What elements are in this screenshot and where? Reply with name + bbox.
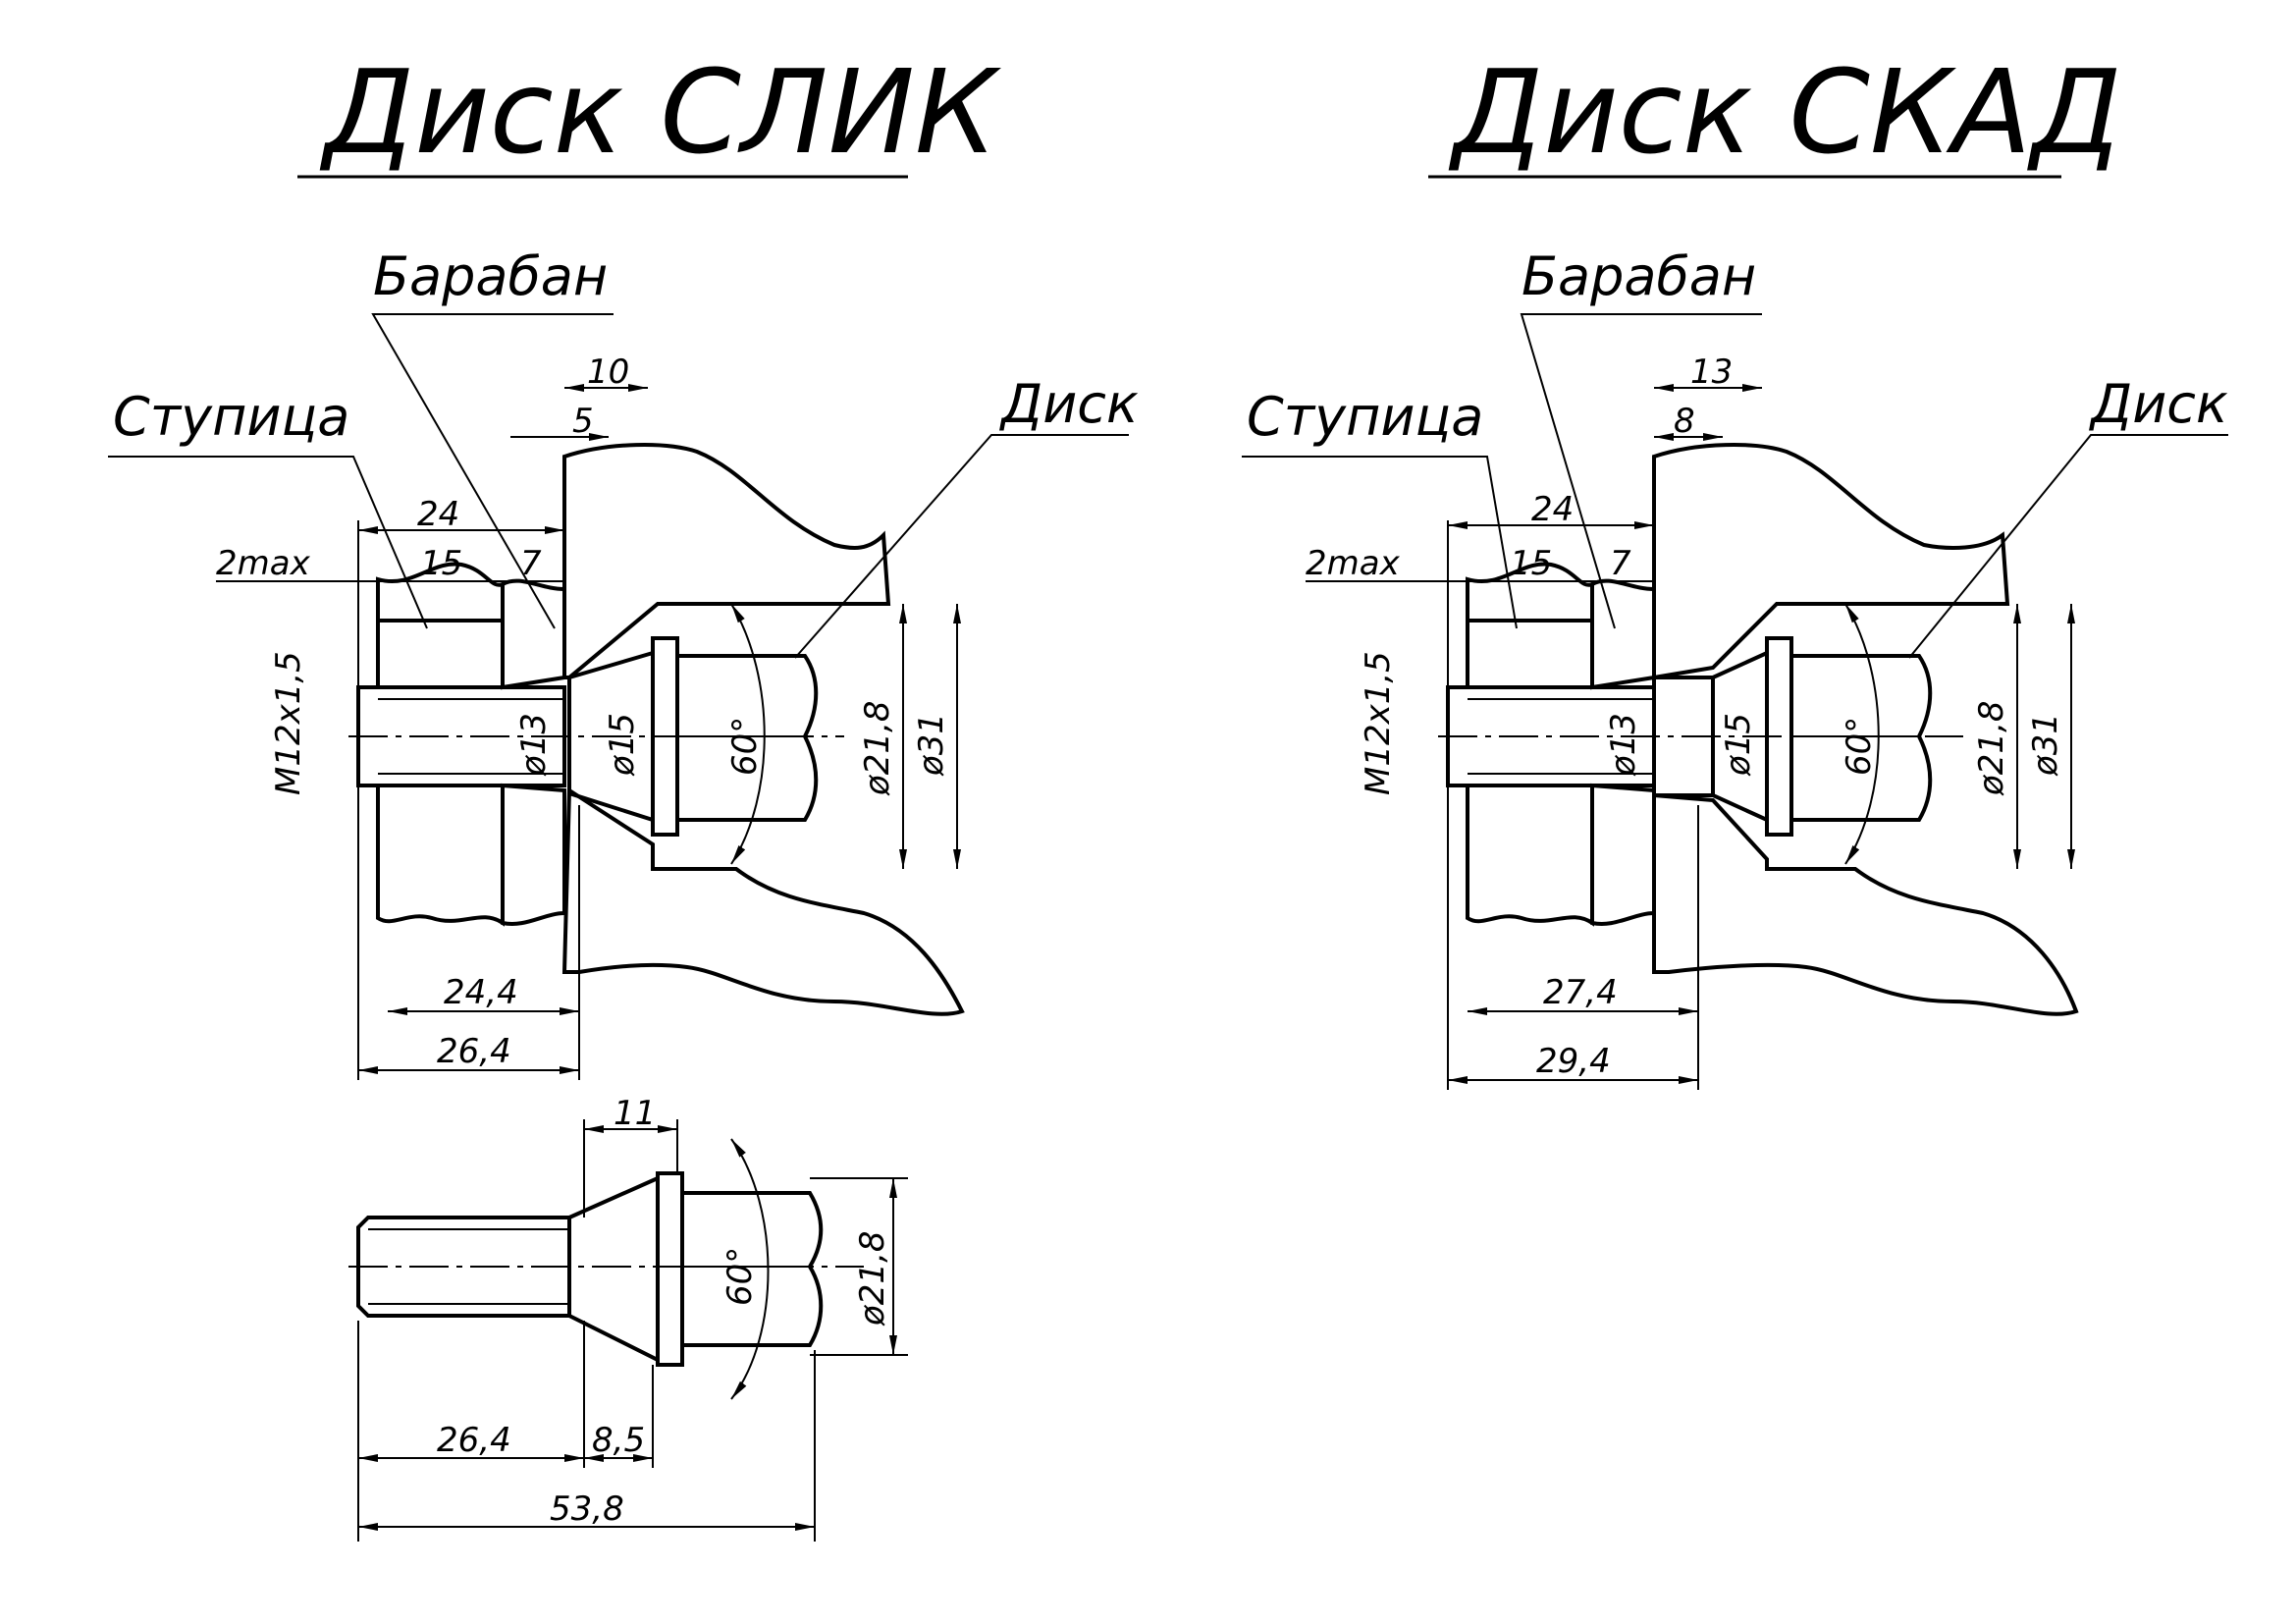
drum-bottom xyxy=(1590,783,1656,926)
dim-dia13: ø13 xyxy=(1604,713,1643,777)
bolt-hex xyxy=(1789,654,1933,822)
assembly-slik: Диск СЛИК xyxy=(108,44,1139,1080)
label-drum: Барабан xyxy=(373,245,608,307)
label-hub: Ступица xyxy=(113,386,349,448)
leader-drum xyxy=(371,313,614,629)
dim-2max: 2max xyxy=(1306,544,1401,583)
title-slik: Диск СЛИК xyxy=(319,44,1002,180)
dim-11: 11 xyxy=(614,1094,656,1133)
dim-arc-60 xyxy=(730,603,766,865)
assembly-skad: Диск СКАД Ступица Барабан xyxy=(1242,44,2228,1090)
dim-7: 7 xyxy=(1610,544,1631,583)
dim-angle: 60° xyxy=(1840,717,1879,776)
dim-8-5: 8,5 xyxy=(592,1421,645,1460)
drum-bottom xyxy=(501,783,566,926)
title-skad: Диск СКАД xyxy=(1448,44,2122,180)
dim-arc-60 xyxy=(1844,603,1880,865)
drum-top xyxy=(501,578,566,690)
dim-thread: M12x1,5 xyxy=(269,651,308,795)
bolt-cone xyxy=(567,1174,660,1364)
disc-top xyxy=(1652,443,2010,680)
hub-bottom xyxy=(1466,784,1594,927)
hub-section xyxy=(1466,619,1594,689)
disc-bottom xyxy=(1652,792,2079,1016)
disc-bottom xyxy=(561,786,965,1016)
label-disc: Диск xyxy=(999,373,1139,435)
dim-dia21: ø21,8 xyxy=(853,1230,892,1326)
bolt-hex xyxy=(675,654,819,822)
leader-disc xyxy=(1908,434,2228,659)
dim-dia15: ø15 xyxy=(603,713,642,777)
leader-hub xyxy=(1242,456,1518,629)
dim-29-4: 29,4 xyxy=(1536,1042,1611,1081)
dim-5: 5 xyxy=(572,402,594,441)
dim-arc-60 xyxy=(730,1138,770,1400)
dim-2max: 2max xyxy=(216,544,311,583)
disc-top xyxy=(562,443,891,679)
drum-top xyxy=(1590,578,1656,690)
bolt-flange xyxy=(656,1171,684,1367)
leader-drum xyxy=(1520,313,1762,629)
dim-dia31: ø31 xyxy=(912,713,951,777)
bolt-detail: 11 60° ø21,8 26,4 8,5 53,8 xyxy=(348,1094,908,1542)
hub-bottom xyxy=(376,784,505,927)
dim-13: 13 xyxy=(1690,352,1733,392)
dim-15: 15 xyxy=(420,544,462,583)
leader-disc xyxy=(794,434,1129,659)
dim-15: 15 xyxy=(1510,544,1552,583)
hub-section xyxy=(376,619,505,689)
dim-10: 10 xyxy=(587,352,629,392)
dim-dia21: ø21,8 xyxy=(1972,700,2011,796)
dim-24: 24 xyxy=(417,495,459,534)
dim-angle: 60° xyxy=(725,717,765,776)
dim-angle: 60° xyxy=(721,1247,760,1306)
dim-dia13: ø13 xyxy=(514,713,554,777)
leader-hub xyxy=(108,456,428,629)
dim-dia15: ø15 xyxy=(1719,713,1758,777)
dim-thread: M12x1,5 xyxy=(1359,651,1398,795)
dim-53-8: 53,8 xyxy=(550,1489,624,1529)
dim-24: 24 xyxy=(1531,490,1574,529)
dim-8: 8 xyxy=(1674,402,1695,441)
label-hub: Ступица xyxy=(1247,386,1483,448)
dim-26-4: 26,4 xyxy=(437,1032,511,1071)
dim-26-4: 26,4 xyxy=(437,1421,511,1460)
dim-dia31: ø31 xyxy=(2026,713,2065,777)
dim-7: 7 xyxy=(520,544,542,583)
dim-24-4: 24,4 xyxy=(444,973,518,1012)
label-disc: Диск xyxy=(2089,373,2228,435)
label-drum: Барабан xyxy=(1522,245,1756,307)
dim-dia21: ø21,8 xyxy=(858,700,897,796)
dim-27-4: 27,4 xyxy=(1543,973,1618,1012)
